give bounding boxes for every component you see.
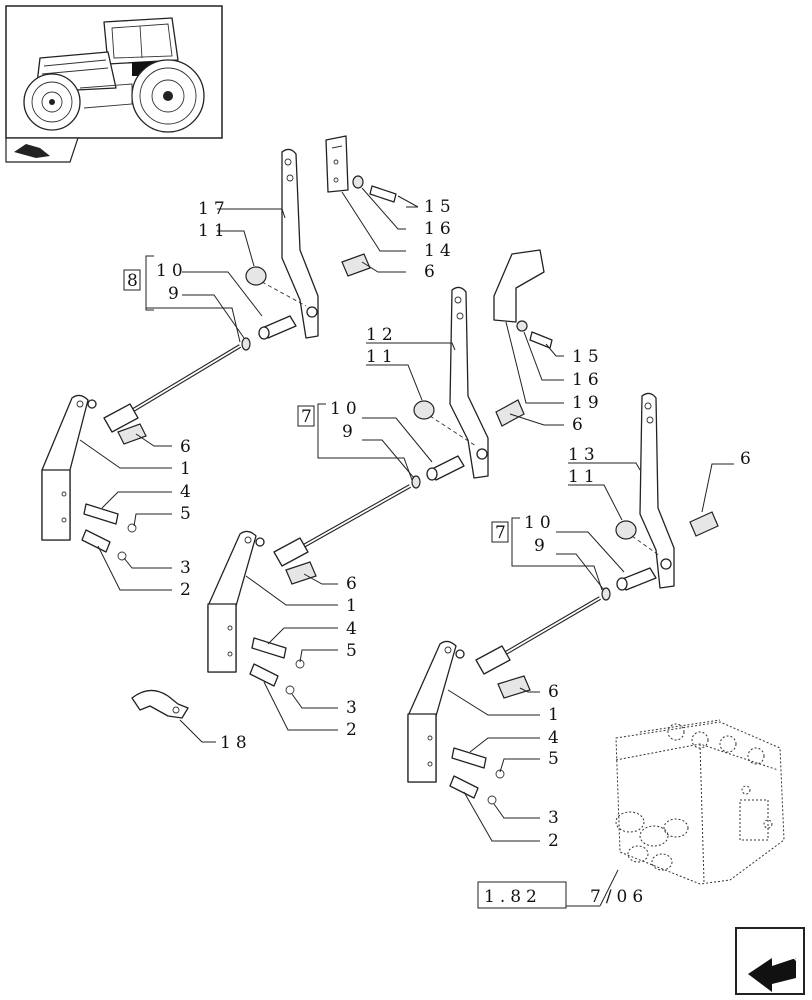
label-1: 1	[548, 705, 564, 725]
label-12: 12	[366, 325, 398, 345]
label-8: 8	[127, 271, 143, 291]
label-16: 16	[424, 219, 456, 239]
label-6: 6	[180, 437, 196, 457]
label-6: 6	[424, 262, 440, 282]
label-5: 5	[548, 749, 564, 769]
label-7: 7	[495, 523, 511, 543]
label-10: 10	[156, 261, 188, 281]
label-10: 10	[524, 513, 556, 533]
label-4: 4	[180, 482, 196, 502]
label-15: 15	[572, 347, 604, 367]
label-1: 1	[180, 459, 196, 479]
reference-code: 1.82 7/06	[477, 869, 648, 909]
label-6: 6	[740, 449, 756, 469]
reference-right: 7/06	[590, 887, 648, 907]
reference-left: 1.82	[484, 887, 542, 907]
label-6: 6	[548, 682, 564, 702]
label-box-7	[297, 405, 315, 427]
lever-group-1	[41, 135, 397, 561]
leaders-group-1	[79, 187, 419, 591]
leaders-group-2	[245, 321, 564, 731]
label-3: 3	[346, 698, 362, 718]
label-5: 5	[180, 504, 196, 524]
tractor-thumbnail[interactable]	[5, 5, 223, 139]
label-10: 10	[330, 399, 362, 419]
label-11: 11	[198, 221, 230, 241]
lever-group-2	[207, 249, 553, 695]
label-2: 2	[180, 580, 196, 600]
section-tab	[5, 137, 79, 163]
label-1: 1	[346, 596, 362, 616]
valve-block-illustration	[615, 719, 785, 885]
label-7: 7	[301, 407, 317, 427]
label-3: 3	[548, 808, 564, 828]
label-9: 9	[342, 422, 358, 442]
label-9: 9	[534, 536, 550, 556]
label-14: 14	[424, 241, 456, 261]
label-4: 4	[548, 728, 564, 748]
clamp-part-18	[131, 689, 216, 743]
label-box-8	[123, 269, 141, 291]
label-5: 5	[346, 641, 362, 661]
label-6: 6	[346, 574, 362, 594]
lever-group-3	[407, 392, 719, 805]
next-page-arrow-icon[interactable]	[735, 927, 805, 995]
label-box-7	[491, 521, 509, 543]
label-2: 2	[346, 720, 362, 740]
label-13: 13	[568, 445, 600, 465]
label-19: 19	[572, 393, 604, 413]
label-11: 11	[366, 347, 398, 367]
label-2: 2	[548, 831, 564, 851]
label-15: 15	[424, 197, 456, 217]
callout-labels: 17 11 8 10 9 15 16 14 6 6 1 4 5 3 2 12 1…	[123, 197, 756, 851]
label-9: 9	[168, 284, 184, 304]
label-6: 6	[572, 415, 588, 435]
label-3: 3	[180, 558, 196, 578]
label-11: 11	[568, 467, 600, 487]
label-17: 17	[198, 199, 230, 219]
label-16: 16	[572, 370, 604, 390]
label-4: 4	[346, 619, 362, 639]
label-18: 18	[220, 733, 252, 753]
